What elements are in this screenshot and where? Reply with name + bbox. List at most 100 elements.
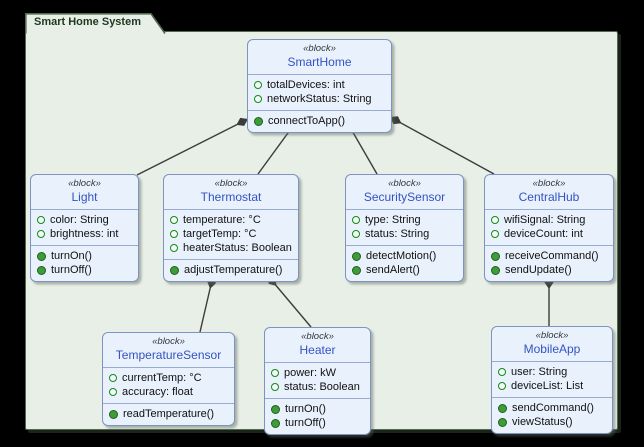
operation-row: detectMotion() [352, 249, 457, 263]
block-heater: «block» Heater power: kW status: Boolean… [264, 327, 371, 435]
attributes-compartment: power: kW status: Boolean [265, 362, 370, 398]
attribute-row: totalDevices: int [254, 78, 385, 92]
attribute-row: heaterStatus: Boolean [170, 241, 292, 255]
attribute-row: currentTemp: °C [109, 371, 228, 385]
operations-compartment: receiveCommand() sendUpdate() [485, 245, 613, 281]
attribute-row: networkStatus: String [254, 92, 385, 106]
operation-row: turnOn() [37, 249, 132, 263]
operation-text: turnOff() [51, 264, 92, 276]
attribute-row: deviceCount: int [491, 227, 607, 241]
operation-row: receiveCommand() [491, 249, 607, 263]
attribute-text: brightness: int [50, 228, 119, 240]
attribute-text: accuracy: float [122, 386, 193, 398]
operations-compartment: turnOn() turnOff() [31, 245, 138, 281]
operation-text: turnOff() [285, 417, 326, 429]
operation-icon [271, 404, 280, 414]
block-header: «block» Heater [265, 328, 370, 362]
operation-icon [498, 403, 507, 413]
attributes-compartment: color: String brightness: int [31, 209, 138, 245]
attribute-icon [170, 216, 178, 224]
attributes-compartment: currentTemp: °C accuracy: float [103, 367, 234, 403]
attribute-text: deviceCount: int [504, 228, 583, 240]
block-header: «block» CentralHub [485, 175, 613, 209]
block-stereotype: «block» [152, 336, 185, 347]
attribute-icon [109, 374, 117, 382]
block-header: «block» Light [31, 175, 138, 209]
operation-icon [109, 409, 118, 419]
block-stereotype: «block» [303, 43, 336, 54]
attribute-icon [352, 230, 360, 238]
attributes-compartment: user: String deviceList: List [492, 361, 612, 397]
block-stereotype: «block» [532, 178, 566, 189]
attribute-row: wifiSignal: String [491, 213, 607, 227]
attribute-text: status: Boolean [284, 381, 360, 393]
block-name: MobileApp [523, 342, 581, 356]
attribute-icon [170, 230, 178, 238]
operation-row: sendUpdate() [491, 263, 607, 277]
operation-text: connectToApp() [268, 115, 346, 127]
operation-text: adjustTemperature() [184, 264, 283, 276]
operation-row: viewStatus() [498, 415, 606, 429]
attribute-row: deviceList: List [498, 379, 606, 393]
block-stereotype: «block» [388, 178, 421, 189]
attribute-row: temperature: °C [170, 213, 292, 227]
block-thermostat: «block» Thermostat temperature: °C targe… [163, 174, 299, 282]
attribute-icon [170, 244, 178, 252]
block-light: «block» Light color: String brightness: … [30, 174, 139, 282]
block-header: «block» SecuritySensor [346, 175, 463, 209]
attribute-text: power: kW [284, 367, 336, 379]
attributes-compartment: temperature: °C targetTemp: °C heaterSta… [164, 209, 298, 259]
operation-text: turnOn() [285, 403, 326, 415]
attribute-icon [352, 216, 360, 224]
attribute-row: status: Boolean [271, 380, 364, 394]
operation-row: turnOff() [37, 263, 132, 277]
operation-row: adjustTemperature() [170, 263, 292, 277]
block-header: «block» SmartHome [248, 40, 391, 74]
frame-title: Smart Home System [34, 16, 141, 28]
attributes-compartment: wifiSignal: String deviceCount: int [485, 209, 613, 245]
block-securitysensor: «block» SecuritySensor type: String stat… [345, 174, 464, 282]
attribute-row: status: String [352, 227, 457, 241]
operation-icon [254, 116, 263, 126]
block-name: Thermostat [200, 190, 262, 204]
attribute-row: power: kW [271, 366, 364, 380]
block-centralhub: «block» CentralHub wifiSignal: String de… [484, 174, 614, 282]
block-header: «block» MobileApp [492, 327, 612, 361]
block-stereotype: «block» [301, 331, 334, 342]
attribute-icon [491, 216, 499, 224]
operation-icon [491, 265, 500, 275]
operation-text: viewStatus() [512, 416, 573, 428]
attribute-icon [498, 368, 506, 376]
operation-text: sendUpdate() [505, 264, 572, 276]
attribute-text: temperature: °C [183, 214, 261, 226]
block-smarthome: «block» SmartHome totalDevices: int netw… [247, 39, 392, 133]
operation-text: readTemperature() [123, 408, 215, 420]
attribute-icon [254, 95, 262, 103]
block-mobileapp: «block» MobileApp user: String deviceLis… [491, 326, 613, 434]
block-name: SecuritySensor [363, 190, 446, 204]
attribute-text: heaterStatus: Boolean [183, 242, 292, 254]
frame-tab [25, 13, 166, 34]
attribute-text: currentTemp: °C [122, 372, 202, 384]
attribute-icon [271, 383, 279, 391]
block-name: CentralHub [518, 190, 580, 204]
attribute-row: accuracy: float [109, 385, 228, 399]
operations-compartment: readTemperature() [103, 403, 234, 425]
operation-text: sendCommand() [512, 402, 594, 414]
block-stereotype: «block» [535, 330, 569, 341]
block-name: TemperatureSensor [115, 348, 222, 362]
operation-text: turnOn() [51, 250, 92, 262]
operations-compartment: connectToApp() [248, 110, 391, 132]
attribute-text: totalDevices: int [267, 79, 345, 91]
operations-compartment: detectMotion() sendAlert() [346, 245, 463, 281]
attribute-icon [491, 230, 499, 238]
operation-icon [271, 418, 280, 428]
attribute-row: type: String [352, 213, 457, 227]
attribute-icon [498, 382, 506, 390]
block-name: Heater [299, 343, 336, 357]
attribute-row: color: String [37, 213, 132, 227]
operation-text: sendAlert() [366, 264, 420, 276]
block-stereotype: «block» [214, 178, 248, 189]
operation-icon [352, 265, 361, 275]
block-name: Light [71, 190, 98, 204]
